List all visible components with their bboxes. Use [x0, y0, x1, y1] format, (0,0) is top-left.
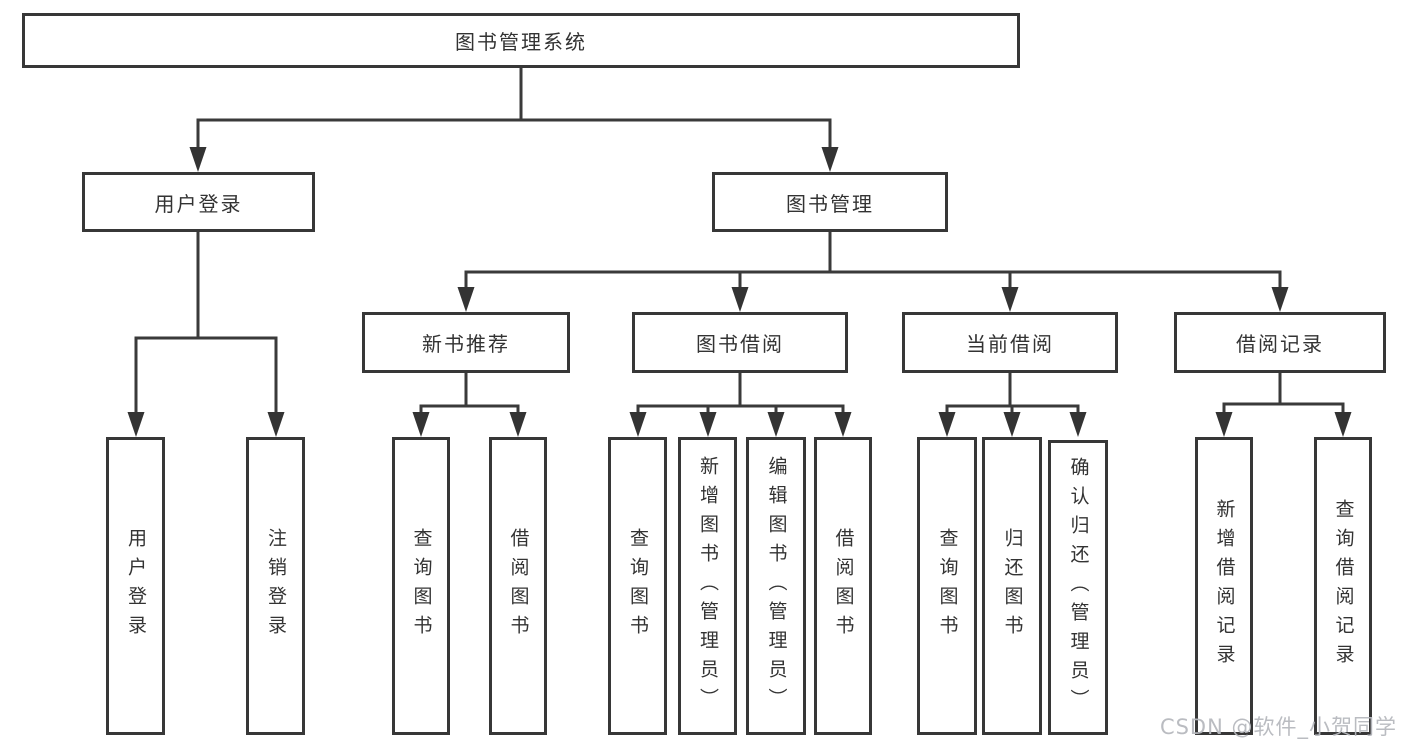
connector-borrow-records-to-leaves [1215, 373, 1352, 437]
leaf-borrow-books-recommend: 借阅图书 [489, 437, 547, 735]
connector-user-login-to-leaves [127, 232, 285, 437]
connector-current-borrow-to-leaves [938, 373, 1087, 437]
leaf-confirm-return-admin: 确认归还（管理员） [1048, 440, 1108, 735]
csdn-watermark: CSDN @软件_小贺同学 [1159, 715, 1397, 739]
node-book-management: 图书管理 [712, 172, 948, 232]
connector-root-to-level2 [189, 68, 839, 172]
node-borrowing-records: 借阅记录 [1174, 312, 1386, 373]
connector-new-book-rec-to-leaves [412, 373, 527, 437]
leaf-user-login: 用户登录 [106, 437, 165, 735]
node-root-library-system: 图书管理系统 [22, 13, 1020, 68]
leaf-add-borrow-record: 新增借阅记录 [1195, 437, 1253, 735]
node-new-book-recommend: 新书推荐 [362, 312, 570, 373]
leaf-edit-book-admin: 编辑图书（管理员） [746, 437, 806, 735]
leaf-query-books-borrowing: 查询图书 [608, 437, 667, 735]
leaf-logout: 注销登录 [246, 437, 305, 735]
node-user-login: 用户登录 [82, 172, 315, 232]
connector-book-borrow-to-leaves [629, 373, 852, 437]
leaf-borrow-books-borrowing: 借阅图书 [814, 437, 872, 735]
leaf-query-borrow-record: 查询借阅记录 [1314, 437, 1372, 735]
node-book-borrowing: 图书借阅 [632, 312, 848, 373]
connector-book-mgmt-to-level3 [457, 232, 1289, 312]
leaf-query-books-recommend: 查询图书 [392, 437, 450, 735]
leaf-return-book: 归还图书 [982, 437, 1042, 735]
leaf-add-book-admin: 新增图书（管理员） [678, 437, 737, 735]
leaf-query-books-current: 查询图书 [917, 437, 977, 735]
node-current-borrowing: 当前借阅 [902, 312, 1118, 373]
